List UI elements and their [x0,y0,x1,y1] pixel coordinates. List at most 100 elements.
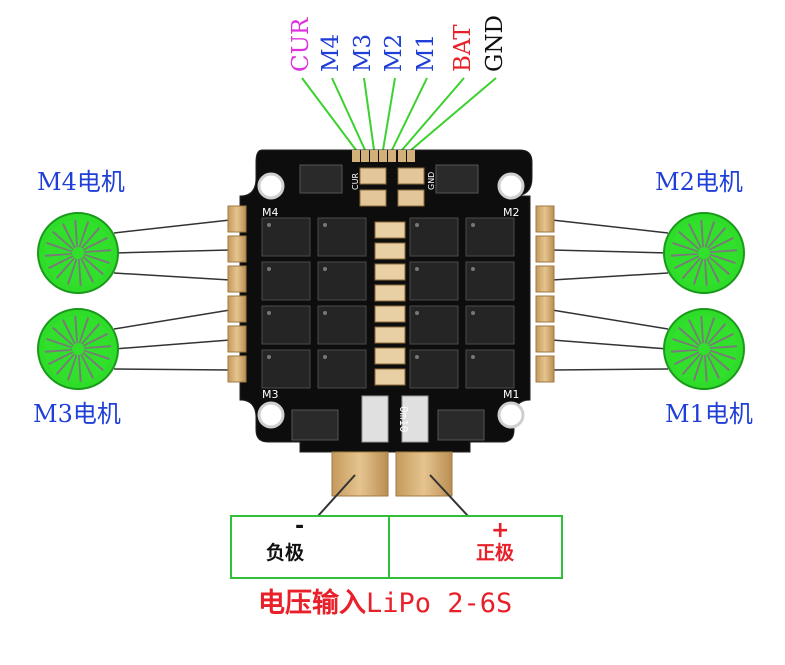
header-pad [352,150,360,162]
power-input-box [230,515,563,579]
sense-chip [437,409,485,441]
signal-wire [363,77,375,151]
motor-label-m4: M4电机 [37,168,125,196]
header-pad [370,150,378,162]
board-pad-label-m1: M1 [503,388,520,401]
smd-capacitor [374,284,406,302]
capacitor-label: 0m10 [397,406,410,433]
signal-label-gnd: GND [482,15,508,72]
motor-wire [113,272,231,281]
signal-wire [382,77,396,151]
signal-label-m3: M3 [350,33,376,72]
shunt-resistor [361,395,389,443]
motor-icon [663,308,745,390]
mosfet-pin1-dot [415,223,419,227]
voltage-input-en: LiPo 2-6S [366,588,513,619]
smd-capacitor [359,189,387,207]
motor-icon [663,212,745,294]
smd-capacitor [374,368,406,386]
negative-pointer [317,474,356,517]
mosfet-pin1-dot [471,355,475,359]
mount-hole [497,401,525,429]
positive-pointer [429,474,469,517]
motor-pad [227,205,247,233]
mosfet-pin1-dot [323,267,327,271]
battery-pad-negative [331,451,389,497]
motor-wire [551,368,669,371]
motor-solder-pads [227,205,555,383]
smd-capacitor [374,326,406,344]
signal-wire [401,77,465,151]
motor-pad [535,205,555,233]
motor-wires [113,219,669,371]
motor-pad [227,235,247,263]
motor-label-m2: M2电机 [655,168,743,196]
signal-label-cur: CUR [288,17,314,72]
mosfet-pin1-dot [267,267,271,271]
signal-wire [331,77,366,151]
motor-pad [227,265,247,293]
board-pad-label-m3: M3 [262,388,279,401]
smd-capacitor [359,167,387,185]
esc-board [227,149,555,497]
motor-wire [551,339,669,350]
smd-capacitor [397,189,425,207]
center-capacitors [359,167,425,386]
mosfet-pin1-dot [323,355,327,359]
motor-wire [551,309,669,330]
motor-wire [113,249,231,254]
motor-wire [113,219,231,234]
voltage-input-caption: 电压输入LiPo 2-6S [258,590,512,617]
header-pad [398,150,406,162]
motor-pad [227,355,247,383]
voltage-input-cn: 电压输入 [258,588,366,619]
smd-capacitor [374,221,406,239]
signal-wire [301,77,357,151]
motor-pad [535,355,555,383]
signal-wire [391,77,428,151]
motor-icon [37,308,119,390]
sense-chip [291,409,339,441]
motor-label-m3: M3电机 [33,400,121,428]
driver-chip [435,164,479,194]
mosfet-pin1-dot [267,311,271,315]
mosfet-pin1-dot [323,311,327,315]
smd-capacitor [374,263,406,281]
motor-pad [535,235,555,263]
header-pad [379,150,387,162]
motor-pad [227,325,247,353]
motor-pad [535,265,555,293]
negative-sign: - [295,514,305,539]
positive-label: 正极 [476,542,515,564]
motor-pad [535,295,555,323]
motor-label-m1: M1电机 [665,400,753,428]
motor-pad [535,325,555,353]
signal-label-m4: M4 [318,33,344,72]
motor-icons [37,212,745,390]
motor-wire [551,249,669,254]
header-pad [407,150,415,162]
mount-hole [257,401,285,429]
motor-wire [113,339,231,350]
shunt-resistor [401,395,429,443]
smd-capacitor [374,347,406,365]
smd-capacitor [397,167,425,185]
board-pad-label-m4: M4 [262,206,279,219]
mosfet-pin1-dot [323,223,327,227]
signal-label-m1: M1 [413,33,439,72]
mosfet-pin1-dot [267,223,271,227]
mosfet-pin1-dot [267,355,271,359]
header-pad [361,150,369,162]
mosfet-pin1-dot [415,311,419,315]
signal-wire [410,77,497,151]
mount-hole [257,172,285,200]
motor-pad [227,295,247,323]
motor-wire [551,272,669,281]
mosfet-pin1-dot [415,355,419,359]
mosfet-pin1-dot [471,267,475,271]
mosfet-pin1-dot [471,223,475,227]
mount-hole [497,172,525,200]
mosfet-pin1-dot [471,311,475,315]
positive-sign: + [491,518,510,543]
